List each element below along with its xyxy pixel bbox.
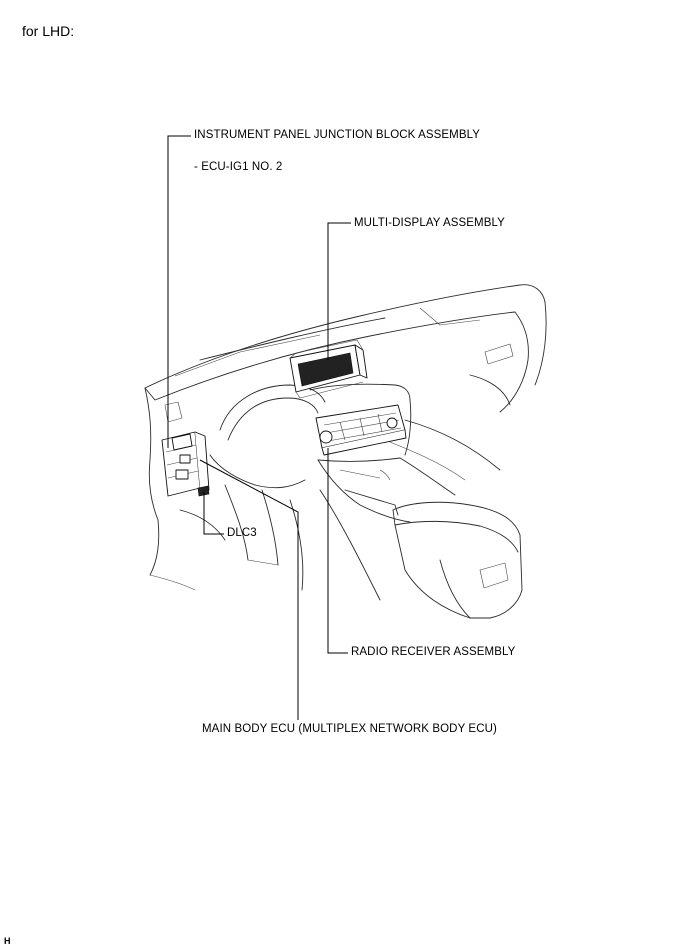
radio-receiver-part <box>315 404 407 456</box>
label-dlc3: DLC3 <box>227 527 257 539</box>
diagram-heading: for LHD: <box>22 23 75 39</box>
label-junction-block: INSTRUMENT PANEL JUNCTION BLOCK ASSEMBLY <box>194 129 481 141</box>
footer-code: H <box>4 936 11 946</box>
label-ecu-ig1-fuse: - ECU-IG1 NO. 2 <box>194 161 283 173</box>
label-multi-display: MULTI-DISPLAY ASSEMBLY <box>354 217 505 229</box>
label-main-body-ecu: MAIN BODY ECU (MULTIPLEX NETWORK BODY EC… <box>202 723 497 735</box>
label-radio-receiver: RADIO RECEIVER ASSEMBLY <box>351 646 516 658</box>
leader-lines <box>167 135 351 720</box>
dlc3-part <box>197 485 210 497</box>
junction-block-part <box>161 431 210 497</box>
multi-display-part <box>289 339 368 399</box>
